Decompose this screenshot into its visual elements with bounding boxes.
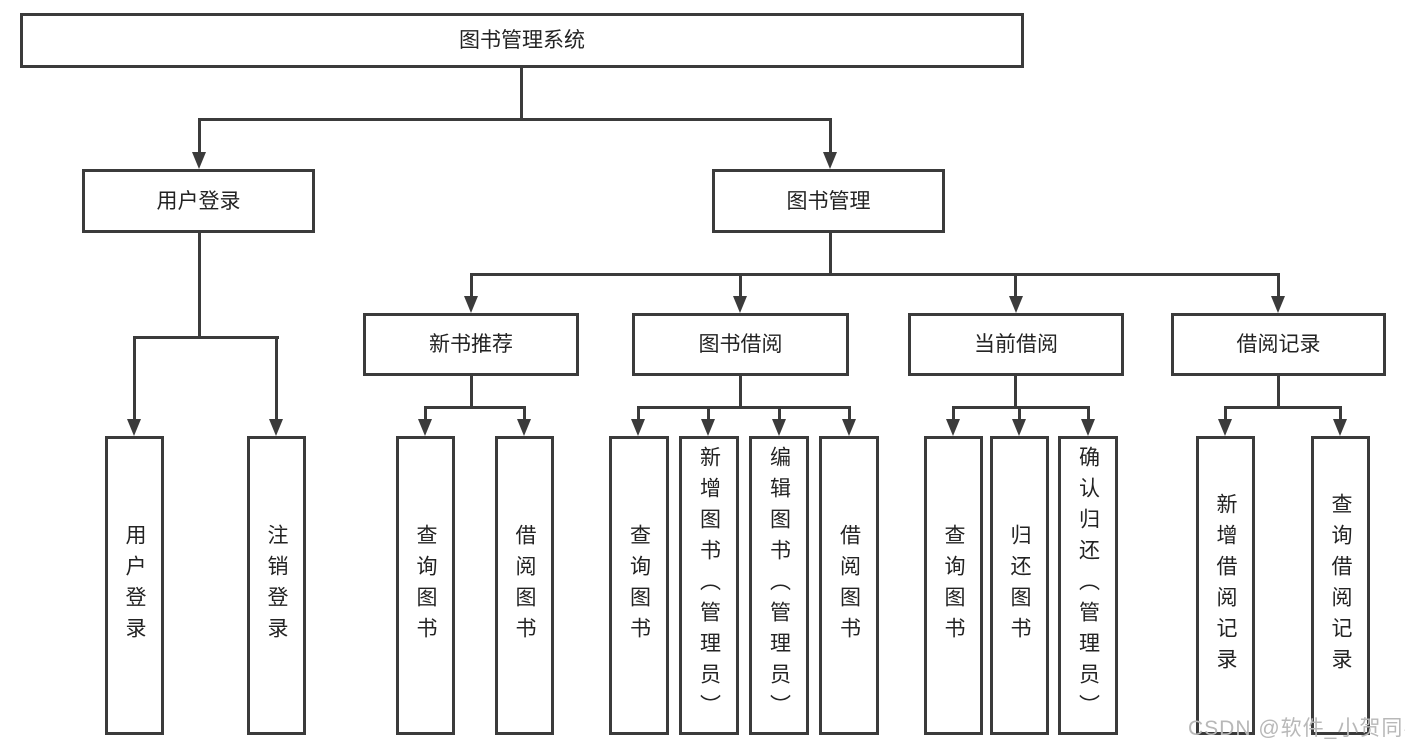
connector-line [1277, 375, 1280, 408]
arrow-down-icon [192, 152, 206, 169]
connector-line [520, 67, 523, 118]
leaf-borrow-add-book-admin: 新增图书（管理员） [679, 436, 739, 735]
connector-line [829, 233, 832, 276]
leaf-borrow-edit-book-admin: 编辑图书（管理员） [749, 436, 809, 735]
connector-line [848, 406, 851, 422]
connector-line [829, 118, 832, 155]
arrow-down-icon [701, 419, 715, 436]
connector-line [952, 406, 955, 422]
connector-line [198, 118, 832, 121]
connector-line [198, 118, 201, 155]
connector-line [523, 406, 526, 422]
node-root: 图书管理系统 [20, 13, 1024, 68]
connector-line [470, 273, 473, 299]
arrow-down-icon [1271, 296, 1285, 313]
connector-line [637, 406, 640, 422]
leaf-current-query-book: 查询图书 [924, 436, 983, 735]
connector-line [707, 406, 710, 422]
connector-line [778, 406, 781, 422]
connector-line [133, 336, 279, 339]
arrow-down-icon [127, 419, 141, 436]
arrow-down-icon [946, 419, 960, 436]
node-new-book-recommend: 新书推荐 [363, 313, 579, 376]
leaf-records-add-record: 新增借阅记录 [1196, 436, 1255, 735]
leaf-current-return-book: 归还图书 [990, 436, 1049, 735]
arrow-down-icon [517, 419, 531, 436]
arrow-down-icon [269, 419, 283, 436]
connector-line [952, 406, 1090, 409]
connector-line [1018, 406, 1021, 422]
connector-line [1014, 273, 1017, 299]
arrow-down-icon [823, 152, 837, 169]
csdn-watermark: CSDN @软件_小贺同学 [1188, 717, 1405, 740]
leaf-records-query-record: 查询借阅记录 [1311, 436, 1370, 735]
connector-line [424, 406, 526, 409]
leaf-recommend-query-book: 查询图书 [396, 436, 455, 735]
connector-line [1339, 406, 1342, 422]
connector-line [637, 406, 851, 409]
connector-line [424, 406, 427, 422]
connector-line [133, 336, 136, 421]
node-current-borrow: 当前借阅 [908, 313, 1124, 376]
leaf-user-login: 用户登录 [105, 436, 164, 735]
connector-line [739, 273, 742, 299]
node-borrow-records: 借阅记录 [1171, 313, 1386, 376]
arrow-down-icon [418, 419, 432, 436]
arrow-down-icon [1009, 296, 1023, 313]
node-user-login: 用户登录 [82, 169, 315, 233]
connector-line [1224, 406, 1342, 409]
leaf-borrow-query-book: 查询图书 [609, 436, 669, 735]
leaf-recommend-borrow-book: 借阅图书 [495, 436, 554, 735]
connector-line [1087, 406, 1090, 422]
arrow-down-icon [631, 419, 645, 436]
arrow-down-icon [733, 296, 747, 313]
arrow-down-icon [464, 296, 478, 313]
connector-line [275, 336, 278, 421]
leaf-borrow-borrow-book: 借阅图书 [819, 436, 879, 735]
arrow-down-icon [1081, 419, 1095, 436]
leaf-current-confirm-return-admin: 确认归还（管理员） [1058, 436, 1118, 735]
leaf-logout: 注销登录 [247, 436, 306, 735]
connector-line [739, 375, 742, 408]
arrow-down-icon [1218, 419, 1232, 436]
connector-line [198, 233, 201, 337]
connector-line [1014, 375, 1017, 408]
connector-line [1277, 273, 1280, 299]
arrow-down-icon [842, 419, 856, 436]
connector-line [470, 273, 1280, 276]
arrow-down-icon [1012, 419, 1026, 436]
arrow-down-icon [772, 419, 786, 436]
node-book-management: 图书管理 [712, 169, 945, 233]
connector-line [470, 375, 473, 408]
node-book-borrow: 图书借阅 [632, 313, 849, 376]
arrow-down-icon [1333, 419, 1347, 436]
connector-line [1224, 406, 1227, 422]
